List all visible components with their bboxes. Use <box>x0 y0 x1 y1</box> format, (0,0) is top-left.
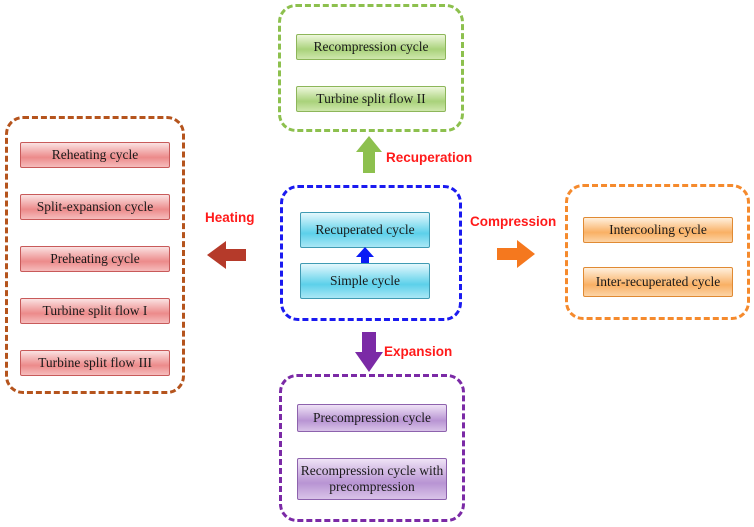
node-turbine-split-flow-iii: Turbine split flow III <box>20 350 170 376</box>
node-turbine-split-flow-ii: Turbine split flow II <box>296 86 446 112</box>
heating-arrow <box>207 241 246 269</box>
compression-group <box>565 184 750 320</box>
node-recompression-cycle-with-precompression: Recompression cycle with precompression <box>297 458 447 500</box>
recuperation-group <box>278 4 464 132</box>
node-precompression-cycle: Precompression cycle <box>297 404 447 432</box>
node-recuperated-cycle: Recuperated cycle <box>300 212 430 248</box>
label-heating: Heating <box>205 210 255 225</box>
node-preheating-cycle: Preheating cycle <box>20 246 170 272</box>
center-group <box>280 185 462 321</box>
node-inter-recuperated-cycle: Inter-recuperated cycle <box>583 267 733 297</box>
node-intercooling-cycle: Intercooling cycle <box>583 217 733 243</box>
node-reheating-cycle: Reheating cycle <box>20 142 170 168</box>
recuperation-arrow <box>356 136 382 173</box>
expansion-group <box>279 374 465 522</box>
compression-arrow <box>497 240 535 268</box>
inner-arrow <box>356 247 374 263</box>
node-recompression-cycle: Recompression cycle <box>296 34 446 60</box>
node-turbine-split-flow-i: Turbine split flow I <box>20 298 170 324</box>
node-split-expansion-cycle: Split-expansion cycle <box>20 194 170 220</box>
label-recuperation: Recuperation <box>386 150 473 165</box>
heating-group <box>5 116 185 394</box>
label-expansion: Expansion <box>384 344 453 359</box>
label-compression: Compression <box>470 214 557 229</box>
node-simple-cycle: Simple cycle <box>300 263 430 299</box>
expansion-arrow <box>355 332 383 372</box>
